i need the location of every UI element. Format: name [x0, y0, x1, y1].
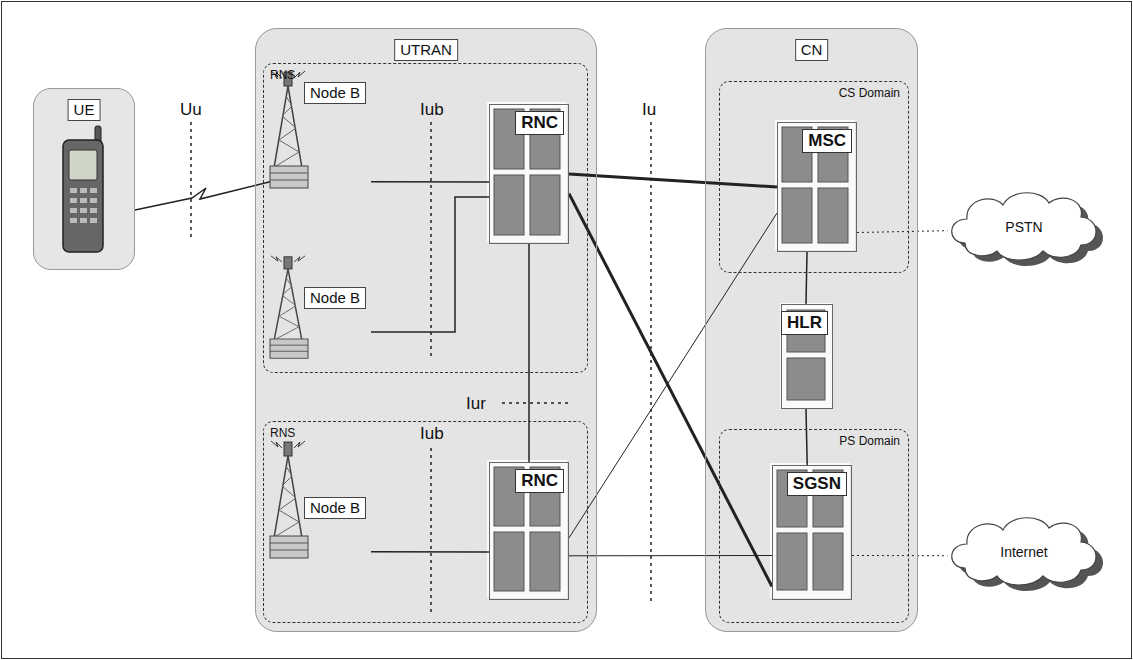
- region-fill: [255, 28, 597, 632]
- phone-body: [63, 140, 103, 252]
- connector: [371, 197, 489, 332]
- phone-key: [70, 208, 77, 213]
- cloud-label: Internet: [945, 544, 1103, 560]
- interface-line: [650, 122, 652, 605]
- subsystem-box: RNS Node B RNC: [263, 421, 588, 623]
- node-label: Node B: [304, 82, 366, 104]
- interface-label: Uu: [180, 100, 202, 120]
- region-fill: [33, 88, 135, 270]
- window-panel: [494, 532, 524, 591]
- subsystem-label: RNS: [270, 426, 295, 440]
- phone-screen: [69, 150, 97, 180]
- element-label: RNC: [515, 111, 564, 135]
- window-panel: [818, 188, 848, 243]
- region-box: UE: [33, 88, 135, 270]
- element-label: SGSN: [787, 472, 847, 496]
- node-b-box: Node B: [270, 442, 371, 564]
- connector: [569, 555, 772, 556]
- building-face: [770, 463, 850, 598]
- element-label: RNC: [515, 469, 564, 493]
- node-b-box: Node B: [270, 257, 371, 362]
- node-b-box: Node B: [270, 72, 371, 194]
- building-face: [487, 102, 567, 242]
- window-panel: [494, 175, 524, 235]
- node-label: Node B: [304, 287, 366, 309]
- network-element-box: HLR: [781, 304, 833, 409]
- subsystem-label: RNS: [270, 68, 295, 82]
- interface-line: [502, 402, 572, 404]
- subsystem-label: PS Domain: [839, 434, 900, 448]
- region-title: UTRAN: [394, 39, 458, 61]
- connector: [806, 409, 807, 465]
- element-label: HLR: [781, 311, 828, 335]
- building-face: [487, 460, 567, 598]
- network-element-box: RNC: [489, 104, 569, 244]
- interface-line: [430, 448, 432, 612]
- subsystem-label: CS Domain: [839, 86, 900, 100]
- building-face: [780, 303, 832, 408]
- window-panel: [813, 533, 843, 590]
- building-face: [775, 120, 855, 250]
- window-panel: [777, 533, 807, 590]
- interface-label: Iu: [642, 100, 656, 120]
- cloud-label: PSTN: [945, 219, 1103, 235]
- network-element-box: SGSN: [772, 465, 852, 600]
- connector: [569, 194, 772, 587]
- interface-label: Iur: [466, 394, 486, 414]
- connector: [569, 174, 777, 187]
- network-element-box: RNC: [489, 462, 569, 600]
- tower-icon: [270, 256, 308, 358]
- window-panel: [530, 175, 560, 235]
- window-panel: [782, 188, 812, 243]
- phone-key: [90, 218, 97, 223]
- region-title: UE: [68, 99, 101, 121]
- tower-icon: [270, 441, 308, 558]
- region-title: CN: [795, 39, 829, 61]
- node-label: Node B: [304, 497, 366, 519]
- window-panel: [787, 358, 825, 400]
- connector: [371, 181, 489, 183]
- region-fill: [705, 28, 918, 632]
- phone-key: [70, 198, 77, 203]
- window-panel: [530, 532, 560, 591]
- network-cloud: PSTN: [945, 183, 1113, 273]
- interface-label: Iub: [420, 424, 444, 444]
- region-box: CN CS DomainMSC HLR PS DomainSGSN: [705, 28, 918, 632]
- phone-key: [80, 188, 87, 193]
- connector: [806, 252, 807, 304]
- network-element-box: MSC: [777, 122, 857, 252]
- phone-key: [90, 188, 97, 193]
- subsystem-box: PS DomainSGSN: [719, 429, 909, 623]
- tower-icon: [270, 71, 308, 188]
- phone-key: [80, 218, 87, 223]
- phone-key: [70, 188, 77, 193]
- network-cloud: Internet: [945, 508, 1113, 598]
- connector: [371, 551, 489, 553]
- connector: [135, 182, 270, 210]
- phone-key: [80, 198, 87, 203]
- phone-key: [70, 218, 77, 223]
- interface-line: [430, 122, 432, 360]
- element-label: MSC: [802, 129, 852, 153]
- phone-key: [90, 198, 97, 203]
- connector: [569, 213, 777, 538]
- subsystem-box: CS DomainMSC: [719, 81, 909, 273]
- gateway-link: [852, 555, 948, 556]
- interface-line: [190, 122, 192, 240]
- gateway-link: [857, 231, 948, 233]
- phone-key: [80, 208, 87, 213]
- phone-key: [90, 208, 97, 213]
- interface-label: Iub: [420, 100, 444, 120]
- connector: [528, 244, 530, 462]
